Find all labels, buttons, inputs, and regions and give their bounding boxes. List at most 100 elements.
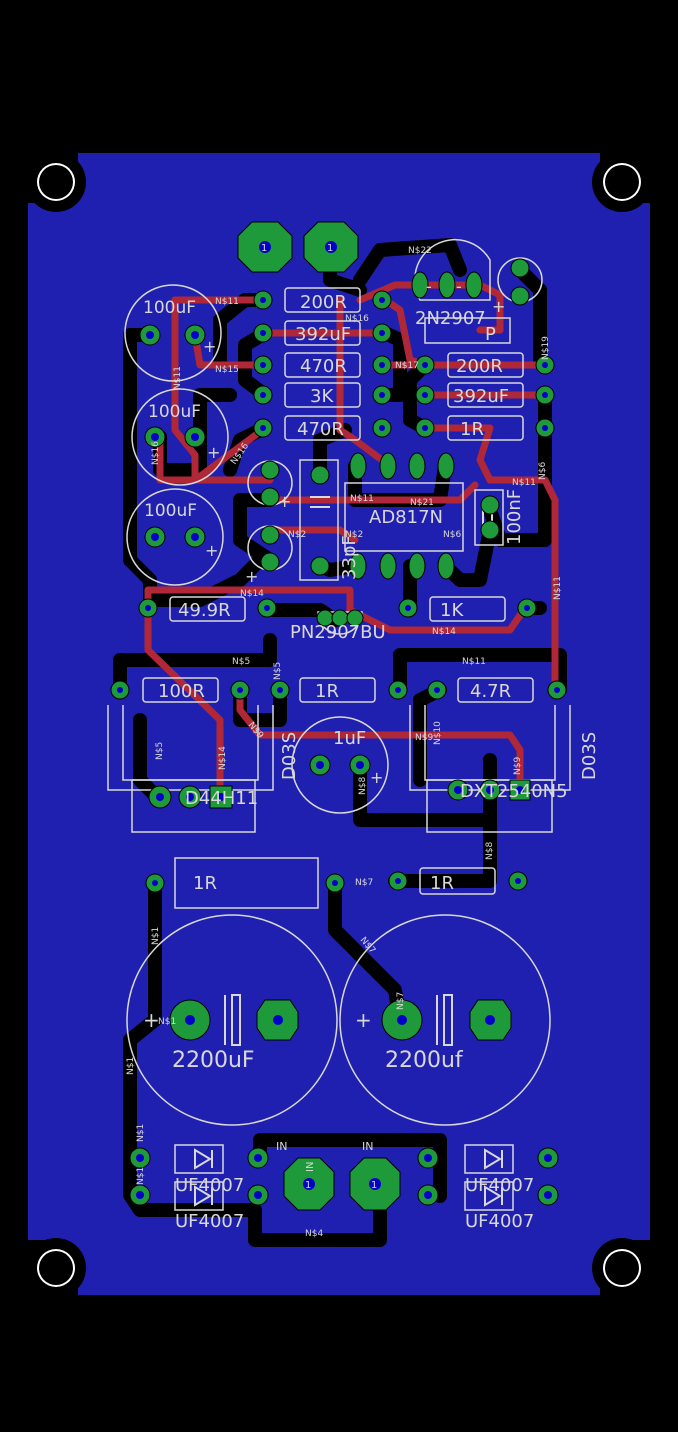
pad-hole <box>395 878 401 884</box>
net-label: N$22 <box>408 246 432 256</box>
label-r-1r-mid: 1R <box>315 681 339 702</box>
label-ic-ad817n: AD817N <box>369 507 443 528</box>
pad-hole <box>237 687 243 693</box>
trace <box>393 648 567 697</box>
pad-hole <box>260 330 266 336</box>
pad-hole <box>542 392 548 398</box>
pad <box>379 452 397 480</box>
label-minus: - <box>426 277 432 296</box>
label-r-4r7: 4.7R <box>470 681 511 702</box>
net-label: N$6 <box>443 530 461 540</box>
pad <box>465 271 483 299</box>
pad-hole <box>422 362 428 368</box>
pad-hole <box>259 241 271 253</box>
trace <box>266 481 479 504</box>
label-r-1r-small: 1R <box>430 873 454 894</box>
pad-hole <box>397 1015 407 1025</box>
r-1r-mid-outline <box>299 677 376 703</box>
label-in-3: IN <box>305 1162 316 1172</box>
label-r-3k: 3K <box>310 386 334 407</box>
net-label: N$1 <box>136 1167 146 1185</box>
pad-hole <box>544 1191 552 1199</box>
label-pad-1: 1 <box>305 1180 311 1191</box>
pad-hole <box>191 533 199 541</box>
pad-hole <box>524 605 530 611</box>
pad <box>310 556 330 576</box>
net-label: N$11 <box>215 297 239 307</box>
pad-hole <box>369 1178 381 1190</box>
label-plus: + <box>203 337 216 356</box>
pad-hole <box>191 433 199 441</box>
label-r-100r: 100R <box>158 681 205 702</box>
pad-hole <box>260 425 266 431</box>
pad <box>480 520 500 540</box>
label-in-2: IN <box>362 1140 373 1153</box>
pad-hole <box>356 761 364 769</box>
label-plus: + <box>370 768 383 787</box>
net-label: N$5 <box>273 662 283 680</box>
r-470r-2-outline <box>284 415 361 441</box>
label-c-100uf-1: 100uF <box>143 298 196 318</box>
pad-hole <box>316 761 324 769</box>
pad-hole <box>379 392 385 398</box>
net-label: N$11 <box>173 366 183 390</box>
pad-hole <box>277 687 283 693</box>
ic-ad817n-outline <box>344 482 464 552</box>
q-2n2907-body <box>424 317 511 344</box>
mounting-hole <box>592 1238 652 1298</box>
pad <box>379 552 397 580</box>
label-hs-left: D03S <box>279 732 300 780</box>
pad-hole <box>554 687 560 693</box>
label-r-470r-2: 470R <box>297 419 344 440</box>
label-plus: + <box>205 541 218 560</box>
mounting-holes <box>26 152 652 1298</box>
pad-hole <box>542 425 548 431</box>
label-plus: + <box>143 1008 160 1032</box>
label-plus: + <box>207 443 220 462</box>
pad-hole <box>485 1015 495 1025</box>
pad-hole <box>145 605 151 611</box>
trace <box>353 238 467 287</box>
net-label: N$8 <box>358 777 368 795</box>
label-q-left: D44H11 <box>185 788 258 809</box>
net-label: N$1 <box>151 927 161 945</box>
pad-hole <box>486 786 494 794</box>
label-plus: + <box>245 567 258 586</box>
c-100uf-2-outline <box>131 388 229 486</box>
net-label: N$9 <box>513 757 523 775</box>
label-r-1r-top: 1R <box>460 419 484 440</box>
trace <box>144 604 224 794</box>
trace <box>353 758 497 827</box>
pad <box>260 552 280 572</box>
pad <box>411 271 429 299</box>
pad <box>437 452 455 480</box>
diode-glyph <box>194 1185 213 1207</box>
trace <box>236 686 524 794</box>
pad-hole <box>152 880 158 886</box>
mounting-hole <box>26 152 86 212</box>
r-470r-1-outline <box>284 352 361 378</box>
label-d3: UF4007 <box>465 1175 534 1196</box>
pad-hole <box>156 793 164 801</box>
pad <box>510 286 530 306</box>
d2-outline <box>174 1181 224 1211</box>
r-1r-top-outline <box>447 415 524 441</box>
label-plus: + <box>355 1008 372 1032</box>
pad-hole <box>544 1154 552 1162</box>
trace <box>144 586 529 634</box>
pad-hole <box>379 425 385 431</box>
label-r-1r-big: 1R <box>193 873 217 894</box>
cap-plate <box>231 994 241 1046</box>
q-left-outline <box>131 779 256 833</box>
pad-hole <box>254 1191 262 1199</box>
label-q-2n2907-p: P <box>485 324 496 345</box>
pad-hole <box>434 687 440 693</box>
label-r-1k: 1K <box>440 600 464 621</box>
pad-hole <box>186 793 194 801</box>
net-label: N$19 <box>541 336 551 360</box>
label-minus: - <box>456 277 462 296</box>
net-label: N$7 <box>396 992 406 1010</box>
label-c-1uf: 1uF <box>333 728 366 749</box>
r-3k-outline <box>284 382 361 408</box>
r-1r-small-outline <box>419 867 496 895</box>
